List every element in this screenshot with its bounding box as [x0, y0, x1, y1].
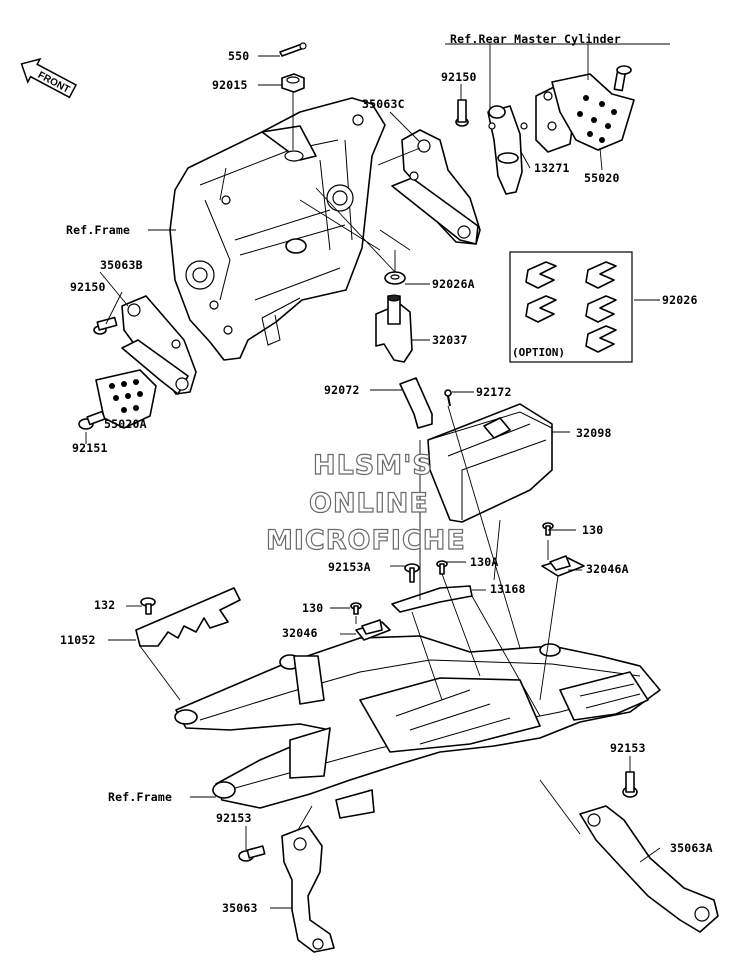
watermark-line-2: ONLINE — [308, 488, 429, 519]
rear-master-cylinder-icon — [487, 105, 528, 195]
bolt-130-right-icon — [542, 522, 554, 536]
bolt-92150-top-icon — [455, 99, 469, 127]
bolt-92153-left-icon — [238, 845, 266, 862]
label-ref-frame-bottom: Ref.Frame — [108, 790, 173, 804]
label-32098: 32098 — [576, 426, 612, 440]
label-132: 132 — [94, 598, 116, 612]
label-13168: 13168 — [490, 582, 526, 596]
bracket-35063-icon — [281, 825, 335, 953]
front-arrow-icon: FRONT — [20, 57, 78, 99]
label-550: 550 — [228, 49, 250, 63]
label-92151: 92151 — [72, 441, 108, 455]
grommet-32046A-icon — [541, 555, 585, 577]
label-92015: 92015 — [212, 78, 248, 92]
label-130-right: 130 — [582, 523, 604, 537]
assembly-lines — [139, 167, 581, 835]
bolt-132-icon — [140, 597, 156, 615]
footrest-plate-55020-icon — [551, 73, 635, 151]
label-92150-left: 92150 — [70, 280, 106, 294]
watermark-line-3: MICROFICHE — [265, 525, 466, 556]
spacer-32037-icon — [375, 294, 413, 363]
watermark-line-1: HLSM'S — [312, 450, 433, 481]
option-label: (OPTION) — [512, 346, 565, 359]
bolt-130-mid-icon — [350, 602, 362, 615]
bracket-11052-icon — [135, 587, 241, 647]
bolt-55020-icon — [613, 65, 632, 92]
label-11052: 11052 — [60, 633, 96, 647]
bolt-92153-right-icon — [622, 771, 638, 798]
label-130-mid: 130 — [302, 601, 324, 615]
label-130A: 130A — [470, 555, 499, 569]
washer-92026A-icon — [384, 271, 406, 285]
label-55020: 55020 — [584, 171, 620, 185]
bolt-92151-icon — [78, 410, 106, 430]
label-32037: 32037 — [432, 333, 468, 347]
label-92172: 92172 — [476, 385, 512, 399]
label-92153-left: 92153 — [216, 811, 252, 825]
label-92153A: 92153A — [328, 560, 371, 574]
leader-lines — [85, 43, 670, 909]
bracket-35063B-icon — [121, 295, 197, 395]
label-ref-rear-master-cylinder: Ref.Rear Master Cylinder — [450, 32, 621, 46]
label-92072: 92072 — [324, 383, 360, 397]
label-32046: 32046 — [282, 626, 318, 640]
nut-92015-icon — [281, 73, 305, 93]
label-35063A: 35063A — [670, 841, 713, 855]
rear-subframe-icon — [174, 635, 661, 819]
bolt-92153A-icon — [404, 563, 420, 583]
label-92026: 92026 — [662, 293, 698, 307]
bracket-35063C-icon — [391, 129, 481, 245]
label-35063B: 35063B — [100, 258, 143, 272]
label-ref-frame-top: Ref.Frame — [66, 223, 131, 237]
screw-92172-icon — [444, 389, 452, 407]
label-32046A: 32046A — [586, 562, 629, 576]
label-92150-top: 92150 — [441, 70, 477, 84]
label-92026A: 92026A — [432, 277, 475, 291]
bolt-130A-icon — [436, 560, 448, 575]
bolt-92150-left-icon — [93, 316, 118, 335]
bracket-35063A-icon — [579, 805, 719, 933]
label-92153-right: 92153 — [610, 741, 646, 755]
main-frame-front — [169, 97, 386, 361]
option-box: (OPTION) — [509, 251, 633, 363]
label-55020A: 55020A — [104, 417, 147, 431]
label-35063: 35063 — [222, 901, 258, 915]
bracket-13168-icon — [391, 585, 473, 613]
label-35063C: 35063C — [362, 97, 405, 111]
label-13271: 13271 — [534, 161, 570, 175]
clip-92072-icon — [399, 377, 433, 429]
grommet-32046-icon — [355, 619, 391, 641]
pin-550-icon — [279, 42, 307, 57]
tray-32098-icon — [427, 403, 553, 523]
